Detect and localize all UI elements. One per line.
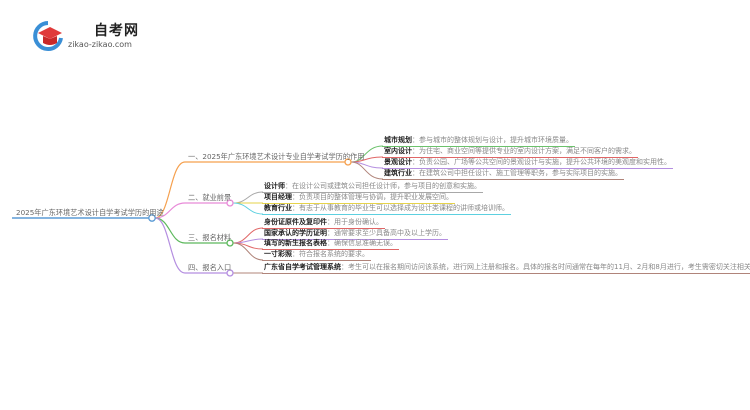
leaf-desc: 负责项目的整体管理与协调，提升职业发展空间。 [299,193,453,201]
leaf-node[interactable]: 填写的新生报名表格：确保信息准确无误。 [262,239,399,250]
branch-node-2[interactable]: 二、就业前景 [188,193,232,202]
leaf-title: 城市规划 [384,136,412,144]
link-branch-4 [154,217,227,274]
leaf-node[interactable]: 室内设计：为住宅、商业空间等提供专业的室内设计方案，满足不同客户的需求。 [382,147,638,158]
leaf-title: 景观设计 [384,158,412,166]
leaf-node[interactable]: 城市规划：参与城市的整体规划与设计，提升城市环境质量。 [382,136,575,147]
leaf-desc: 确保信息准确无误。 [334,239,397,247]
leaf-node[interactable]: 广东省自学考试管理系统：考生可以在报名期间访问该系统，进行网上注册和报名。具体的… [262,263,750,274]
leaf-node[interactable]: 设计师：在设计公司或建筑公司担任设计师，参与项目的创意和实施。 [262,182,483,193]
logo-url: zikao-zikao.com [68,40,132,49]
leaf-title: 项目经理 [264,193,292,201]
graduation-cap-logo-icon [33,21,63,51]
leaf-desc: 在设计公司或建筑公司担任设计师，参与项目的创意和实施。 [292,182,481,190]
branch-node-4[interactable]: 四、报名入口 [188,263,232,272]
link-leaf [232,202,264,215]
branch-4-circle [226,269,234,277]
leaf-desc: 参与城市的整体规划与设计，提升城市环境质量。 [419,136,573,144]
leaf-title: 教育行业 [264,204,292,212]
logo: 自考网 zikao-zikao.com [32,20,162,54]
link-leaf [232,191,264,204]
logo-title: 自考网 [94,23,139,39]
branch-node-1[interactable]: 一、2025年广东环境艺术设计专业自学考试学历的作用 [188,152,365,161]
link-leaf [232,238,264,244]
link-branch-1 [154,161,345,219]
leaf-node[interactable]: 景观设计：负责公园、广场等公共空间的景观设计与实施，提升公共环境的美观度和实用性… [382,158,673,169]
leaf-title: 国家承认的学历证明 [264,229,327,237]
leaf-desc: 考生可以在报名期间访问该系统，进行网上注册和报名。具体的报名时间通常在每年的11… [348,263,750,271]
leaf-title: 室内设计 [384,147,412,155]
leaf-desc: 通常要求至少具备高中及以上学历。 [334,229,446,237]
leaf-node[interactable]: 国家承认的学历证明：通常要求至少具备高中及以上学历。 [262,229,448,240]
link-branch-2 [154,202,227,219]
branch-3-circle [226,239,234,247]
leaf-node[interactable]: 身份证原件及复印件：用于身份确认。 [262,218,385,229]
leaf-title: 填写的新生报名表格 [264,239,327,247]
leaf-node[interactable]: 教育行业：有志于从事教育的毕业生可以选择成为设计类课程的讲师或培训师。 [262,204,511,215]
leaf-node[interactable]: 项目经理：负责项目的整体管理与协调，提升职业发展空间。 [262,193,455,204]
branch-node-3[interactable]: 三、报名材料 [188,233,232,242]
leaf-title: 身份证原件及复印件 [264,218,327,226]
leaf-desc: 负责公园、广场等公共空间的景观设计与实施，提升公共环境的美观度和实用性。 [419,158,671,166]
leaf-title: 一寸彩照 [264,250,292,258]
leaf-node[interactable]: 建筑行业：在建筑公司中担任设计、施工管理等职务，参与实际项目的实施。 [382,169,624,180]
branch-2-circle [226,199,234,207]
leaf-title: 设计师 [264,182,285,190]
leaf-desc: 有志于从事教育的毕业生可以选择成为设计类课程的讲师或培训师。 [299,204,509,212]
root-node-circle [148,214,156,222]
leaf-desc: 用于身份确认。 [334,218,383,226]
leaf-title: 建筑行业 [384,169,412,177]
leaf-node[interactable]: 一寸彩照：符合报名系统的要求。 [262,250,371,261]
link-leaf [232,242,264,261]
leaf-title: 广东省自学考试管理系统 [264,263,341,271]
leaf-desc: 为住宅、商业空间等提供专业的室内设计方案，满足不同客户的需求。 [419,147,636,155]
link-leaf [350,161,384,180]
leaf-desc: 在建筑公司中担任设计、施工管理等职务，参与实际项目的实施。 [419,169,622,177]
branch-1-circle [344,158,352,166]
root-node[interactable]: 2025年广东环境艺术设计自学考试学历的用途 [16,208,164,217]
leaf-desc: 符合报名系统的要求。 [299,250,369,258]
